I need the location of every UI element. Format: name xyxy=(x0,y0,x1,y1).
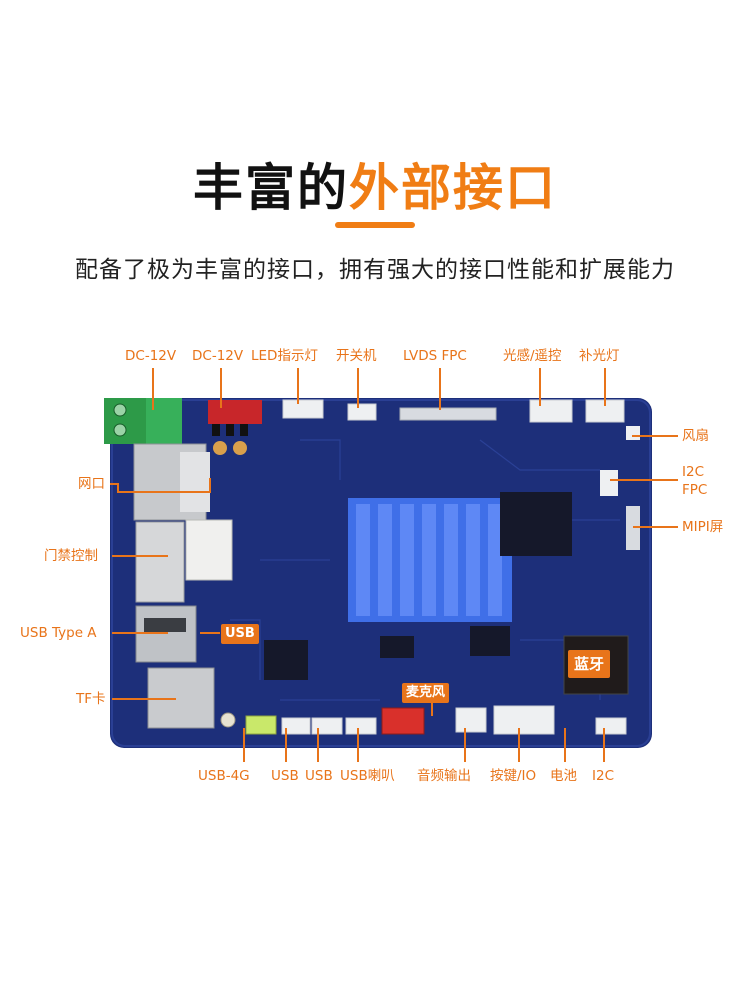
label-usb-2: USB xyxy=(305,768,333,784)
label-speaker: USB喇叭 xyxy=(340,768,395,784)
label-light-remote: 光感/遥控 xyxy=(503,348,562,364)
label-dc12v-b: DC-12V xyxy=(192,348,244,364)
tag-bluetooth: 蓝牙 xyxy=(568,650,611,678)
label-usb-type-a: USB Type A xyxy=(20,625,97,641)
terminal-block xyxy=(104,398,146,444)
label-led: LED指示灯 xyxy=(251,348,318,364)
label-fill-light: 补光灯 xyxy=(579,348,620,364)
label-battery: 电池 xyxy=(550,768,577,784)
label-usb-3: USB xyxy=(340,768,368,784)
label-power-switch: 开关机 xyxy=(336,348,377,364)
label-i2c-fpc-2: FPC xyxy=(682,482,708,498)
red-power-connector xyxy=(208,400,262,424)
label-i2c-fpc-1: I2C xyxy=(682,464,704,480)
title-underline xyxy=(335,222,415,228)
label-door-control: 门禁控制 xyxy=(44,548,98,564)
label-tf-card: TF卡 xyxy=(76,691,106,707)
label-ethernet: 网口 xyxy=(78,476,105,492)
label-usb-1: USB xyxy=(271,768,299,784)
label-fan: 风扇 xyxy=(682,428,709,444)
page-subtitle: 配备了极为丰富的接口，拥有强大的接口性能和扩展能力 xyxy=(75,257,675,283)
title-accent: 外部接口 xyxy=(349,159,557,217)
tag-usb: USB xyxy=(221,624,259,644)
label-dc12v-a: DC-12V xyxy=(125,348,177,364)
relay xyxy=(185,519,233,581)
label-i2c: I2C xyxy=(592,768,614,784)
label-usb-4g: USB-4G xyxy=(198,768,250,784)
page-title: 丰富的外部接口 xyxy=(0,148,750,220)
label-speaker-text: 喇叭 xyxy=(367,768,395,784)
label-lvds: LVDS FPC xyxy=(403,348,467,364)
tag-mic: 麦克风 xyxy=(402,683,450,703)
label-audio-out: 音频输出 xyxy=(417,768,471,784)
callout-lines xyxy=(110,368,678,762)
label-keys-io: 按键/IO xyxy=(490,768,537,784)
label-mipi: MIPI屏 xyxy=(682,519,724,535)
title-plain: 丰富的 xyxy=(193,159,349,217)
